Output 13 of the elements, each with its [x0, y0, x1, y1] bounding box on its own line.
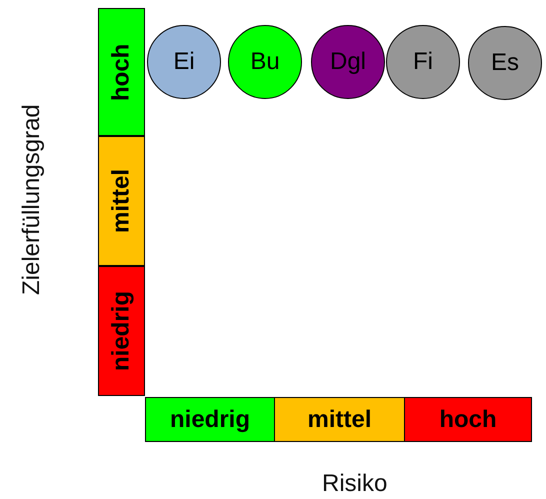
axis-title: Zielerfüllungsgrad: [17, 104, 46, 298]
rating-band: mittel: [98, 136, 145, 266]
axis-title: Risiko: [322, 470, 388, 498]
rating-band: hoch: [98, 8, 145, 136]
circle-marker: Es: [468, 26, 542, 100]
circle-marker: Dgl: [311, 25, 385, 99]
circle-marker: Bu: [228, 25, 302, 99]
risk-band: hoch: [404, 397, 532, 442]
rating-band: niedrig: [98, 266, 145, 396]
risk-band: mittel: [274, 397, 405, 442]
circle-marker: Fi: [386, 25, 460, 99]
circle-marker: Ei: [147, 25, 221, 99]
risk-band: niedrig: [145, 397, 275, 442]
